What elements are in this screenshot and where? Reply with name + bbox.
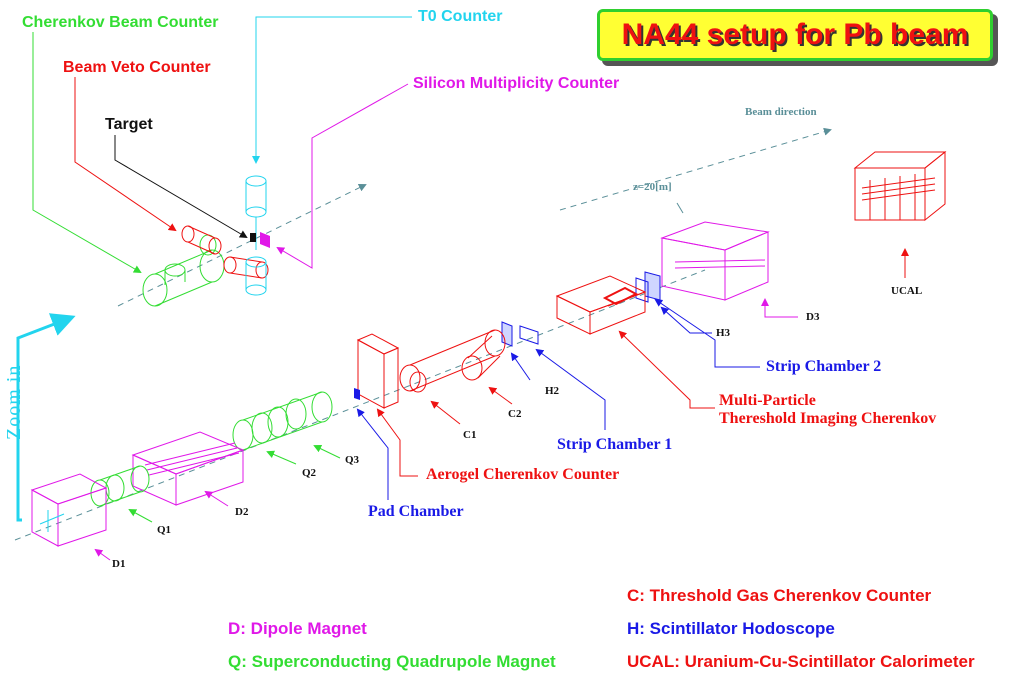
leader-aerogel (376, 408, 418, 477)
label-d1: D1 (112, 558, 126, 570)
leader-cherenkov-beam (32, 32, 142, 274)
label-c1: C1 (463, 429, 477, 441)
c2-shape (399, 329, 506, 393)
label-beam-veto-counter: Beam Veto Counter (63, 59, 211, 76)
legend-h: H: Scintillator Hodoscope (627, 619, 835, 638)
label-target: Target (105, 116, 153, 133)
label-h2: H2 (545, 385, 560, 397)
legend-c: C: Threshold Gas Cherenkov Counter (627, 586, 932, 605)
leader-target (114, 135, 248, 239)
leader-beam-veto (74, 77, 177, 232)
label-q2: Q2 (302, 467, 317, 479)
label-d2: D2 (235, 506, 249, 518)
label-z-position: z=20[m] (633, 181, 672, 193)
beam-line-upper (117, 127, 832, 307)
label-q1: Q1 (157, 524, 172, 536)
leader-c2 (488, 386, 513, 405)
page-title: NA44 setup for Pb beam (621, 18, 969, 51)
leader-strip-chamber-2 (654, 298, 760, 368)
h3-shape (635, 271, 661, 303)
leader-c1 (430, 400, 461, 425)
q3-q2-shape (232, 391, 333, 451)
d2-shape (131, 431, 245, 506)
label-strip-chamber-2: Strip Chamber 2 (766, 358, 882, 375)
title-banner: NA44 setup for Pb beam (597, 9, 993, 61)
leader-d1 (94, 548, 111, 561)
label-ucal: UCAL (891, 285, 923, 297)
label-aerogel-cherenkov-counter: Aerogel Cherenkov Counter (426, 466, 620, 483)
label-multi-particle: Multi-Particle (719, 392, 816, 409)
label-threshold-imaging-cherenkov: Thereshold Imaging Cherenkov (719, 410, 937, 427)
leader-q2 (266, 450, 297, 465)
leader-d3 (761, 298, 798, 318)
q1-shape (90, 465, 150, 507)
label-silicon-multiplicity-counter: Silicon Multiplicity Counter (413, 75, 620, 92)
pad-chamber-shape (354, 388, 360, 400)
label-cherenkov-beam-counter: Cherenkov Beam Counter (22, 14, 219, 31)
cherenkov-beam-counter-shape (142, 234, 225, 307)
zoom-in-arrow (16, 313, 76, 522)
leader-mp-cherenkov (618, 330, 715, 409)
label-beam-direction: Beam direction (745, 106, 817, 118)
leader-q3 (313, 444, 341, 459)
ucal-shape (853, 150, 947, 222)
leader-pad-chamber (356, 408, 389, 500)
d1-shape (30, 473, 108, 547)
label-c2: C2 (508, 408, 522, 420)
aerogel-shape (356, 333, 400, 409)
leader-silicon (276, 83, 409, 269)
label-q3: Q3 (345, 454, 360, 466)
target-shape (250, 233, 256, 242)
label-t0-counter: T0 Counter (418, 8, 503, 25)
d3-shape (660, 221, 770, 301)
label-pad-chamber: Pad Chamber (368, 503, 464, 520)
legend-q: Q: Superconducting Quadrupole Magnet (228, 652, 556, 671)
legend-ucal: UCAL: Uranium-Cu-Scintillator Calorimete… (627, 653, 975, 670)
leader-strip-chamber-1 (535, 348, 606, 430)
leader-q1 (128, 509, 153, 523)
label-d3: D3 (806, 311, 820, 323)
leader-d2 (204, 490, 229, 507)
leader-h2 (510, 352, 531, 381)
legend-d: D: Dipole Magnet (228, 619, 367, 638)
t0-counter-shape (245, 175, 267, 296)
label-h3: H3 (716, 327, 731, 339)
label-strip-chamber-1: Strip Chamber 1 (557, 436, 673, 453)
silicon-multiplicity-shape (260, 232, 270, 248)
leader-t0 (252, 16, 412, 164)
mp-threshold-cherenkov-shape (555, 275, 647, 335)
zoom-in-label: Zoom in (3, 364, 25, 440)
